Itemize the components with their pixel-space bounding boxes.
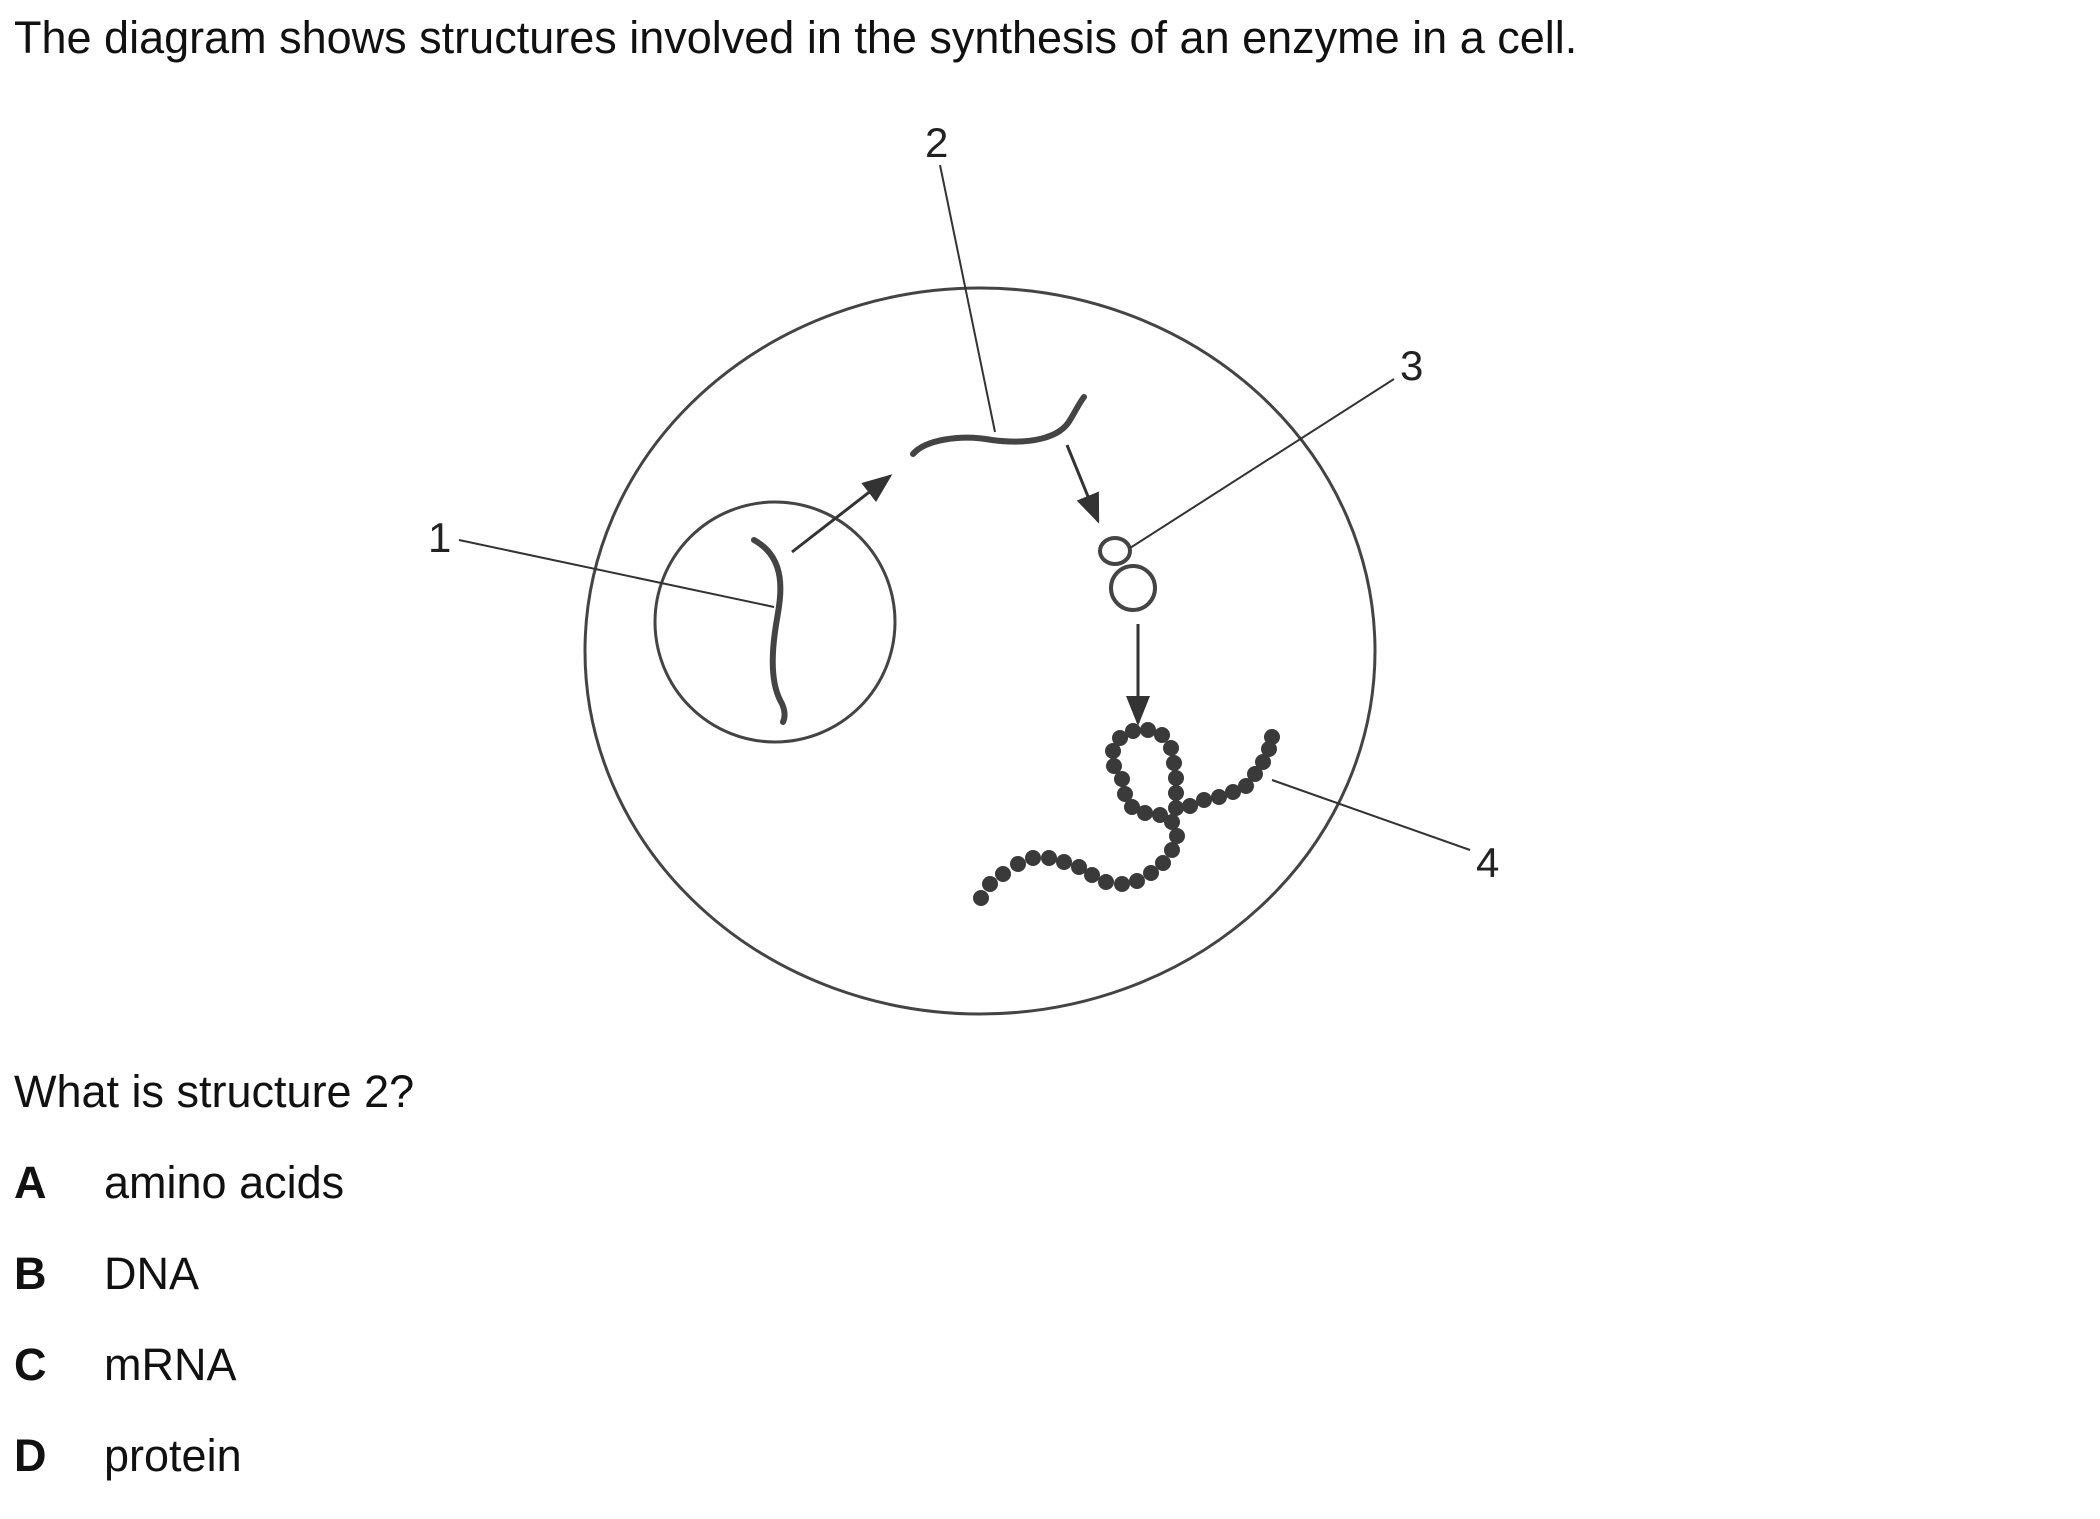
label-4-leader-line	[1271, 779, 1471, 851]
option-d[interactable]: D protein	[14, 1428, 344, 1519]
bead	[1124, 799, 1140, 815]
bead	[1084, 867, 1100, 883]
nucleus	[653, 500, 897, 744]
bead	[1114, 876, 1130, 892]
label-4: 4	[1476, 839, 1499, 886]
label-3: 3	[1400, 342, 1423, 389]
bead	[1182, 798, 1198, 814]
bead	[1125, 723, 1141, 739]
bead	[1196, 792, 1212, 808]
bead	[1041, 850, 1057, 866]
bead	[1255, 754, 1271, 770]
bead	[1154, 727, 1170, 743]
bead	[995, 866, 1011, 882]
option-b-text: DNA	[104, 1248, 200, 1299]
bead	[1264, 729, 1280, 745]
bead	[1164, 814, 1180, 830]
bead	[1163, 740, 1179, 756]
bead	[1155, 855, 1171, 871]
bead	[1211, 789, 1227, 805]
option-d-text: protein	[104, 1430, 242, 1481]
option-b-letter: B	[14, 1248, 47, 1299]
option-c-letter: C	[14, 1339, 47, 1390]
bead	[1261, 741, 1277, 757]
bead	[1114, 771, 1130, 787]
bead	[1117, 786, 1133, 802]
option-d-letter: D	[14, 1430, 47, 1481]
option-c-text: mRNA	[104, 1339, 237, 1390]
bead	[1098, 874, 1114, 890]
arrow-structure-2-to-structure-3	[1065, 444, 1100, 524]
bead	[1129, 873, 1145, 889]
cell-outline	[583, 286, 1377, 1016]
bead	[982, 876, 998, 892]
question-text: What is structure 2?	[14, 1066, 415, 1117]
bead	[1112, 730, 1128, 746]
structure-2-strand	[910, 394, 1087, 457]
bead	[1168, 770, 1184, 786]
bead	[1169, 828, 1185, 844]
bead	[1247, 766, 1263, 782]
bead	[1025, 850, 1041, 866]
structure-1-dna-strand	[751, 537, 788, 725]
bead	[1166, 755, 1182, 771]
protein-synthesis-diagram: 1 2 3 4	[428, 119, 1499, 1016]
bead	[1106, 758, 1122, 774]
label-3-leader-line	[1129, 378, 1395, 549]
arrow-nucleus-to-structure-2	[791, 474, 893, 554]
option-a-letter: A	[14, 1157, 47, 1208]
structure-4-bead-chain	[973, 722, 1280, 906]
option-a-text: amino acids	[104, 1157, 345, 1208]
label-1: 1	[428, 514, 451, 561]
bead	[1056, 854, 1072, 870]
bead	[1140, 722, 1156, 738]
structure-3-ribosome	[1098, 536, 1157, 612]
bead	[1225, 784, 1241, 800]
option-a[interactable]: A amino acids	[14, 1155, 344, 1246]
label-2-leader-line	[939, 164, 996, 433]
label-2: 2	[925, 119, 948, 166]
bead	[1168, 800, 1184, 816]
bead	[1164, 842, 1180, 858]
option-b[interactable]: B DNA	[14, 1246, 344, 1337]
bead	[1071, 859, 1087, 875]
bead	[1137, 805, 1153, 821]
bead	[1168, 785, 1184, 801]
bead	[1010, 856, 1026, 872]
bead	[1238, 778, 1254, 794]
bead	[1143, 865, 1159, 881]
answer-options: A amino acids B DNA C mRNA D protein	[14, 1155, 344, 1519]
intro-text: The diagram shows structures involved in…	[14, 12, 1578, 63]
bead	[973, 890, 989, 906]
bead	[1152, 807, 1168, 823]
bead	[1105, 743, 1121, 759]
label-1-leader-line	[458, 539, 775, 608]
option-c[interactable]: C mRNA	[14, 1337, 344, 1428]
